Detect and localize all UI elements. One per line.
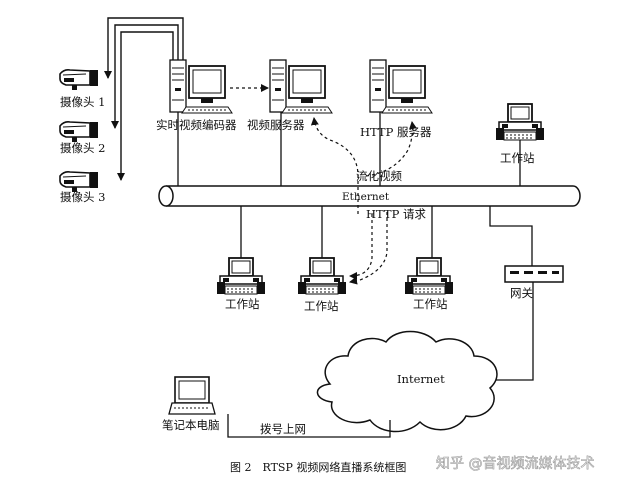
internet-label: Internet [397, 372, 445, 386]
figure-caption: 图 2 RTSP 视频网络直播系统框图 [230, 460, 406, 474]
encoder-label: 实时视频编码器 [156, 118, 237, 132]
camera-cables [104, 17, 184, 181]
bus-drops-bottom [240, 206, 533, 266]
camera-1-label: 摄像头 1 [60, 95, 105, 109]
camera-2-label: 摄像头 2 [60, 141, 105, 155]
laptop-icon [168, 376, 216, 415]
stream-label: 流化视频 [356, 169, 402, 183]
video-server-label: 视频服务器 [247, 118, 305, 132]
gateway-to-internet-link [485, 282, 534, 381]
http-server-computer-icon [369, 59, 433, 114]
workstation-top-icon [495, 103, 545, 141]
camera-3-label: 摄像头 3 [60, 190, 105, 204]
dialup-link [227, 414, 391, 438]
gateway-label: 网关 [510, 286, 533, 300]
camera-1-icon [59, 69, 99, 91]
workstation-3-icon [404, 257, 454, 295]
stream-flow-arrows [310, 117, 417, 285]
workstation-2-icon [297, 257, 347, 295]
internet-cloud [316, 330, 498, 433]
camera-2-icon [59, 121, 99, 143]
workstation-3-label: 工作站 [413, 297, 448, 311]
dialup-label: 拨号上网 [260, 422, 306, 436]
watermark: 知乎 @音视频流媒体技术 [436, 455, 594, 472]
bus-drops-top [177, 112, 521, 186]
encoder-computer-icon [169, 59, 233, 114]
workstation-top-label: 工作站 [500, 151, 535, 165]
http-request-label: HTTP 请求 [366, 207, 426, 221]
ethernet-label: Ethernet [342, 191, 390, 203]
http-server-label: HTTP 服务器 [360, 125, 432, 139]
laptop-label: 笔记本电脑 [162, 418, 220, 432]
workstation-1-icon [216, 257, 266, 295]
workstation-1-label: 工作站 [225, 297, 260, 311]
video-server-computer-icon [269, 59, 333, 114]
gateway-icon [504, 265, 564, 283]
workstation-2-label: 工作站 [304, 299, 339, 313]
ethernet-bus [158, 185, 581, 207]
camera-3-icon [59, 171, 99, 193]
